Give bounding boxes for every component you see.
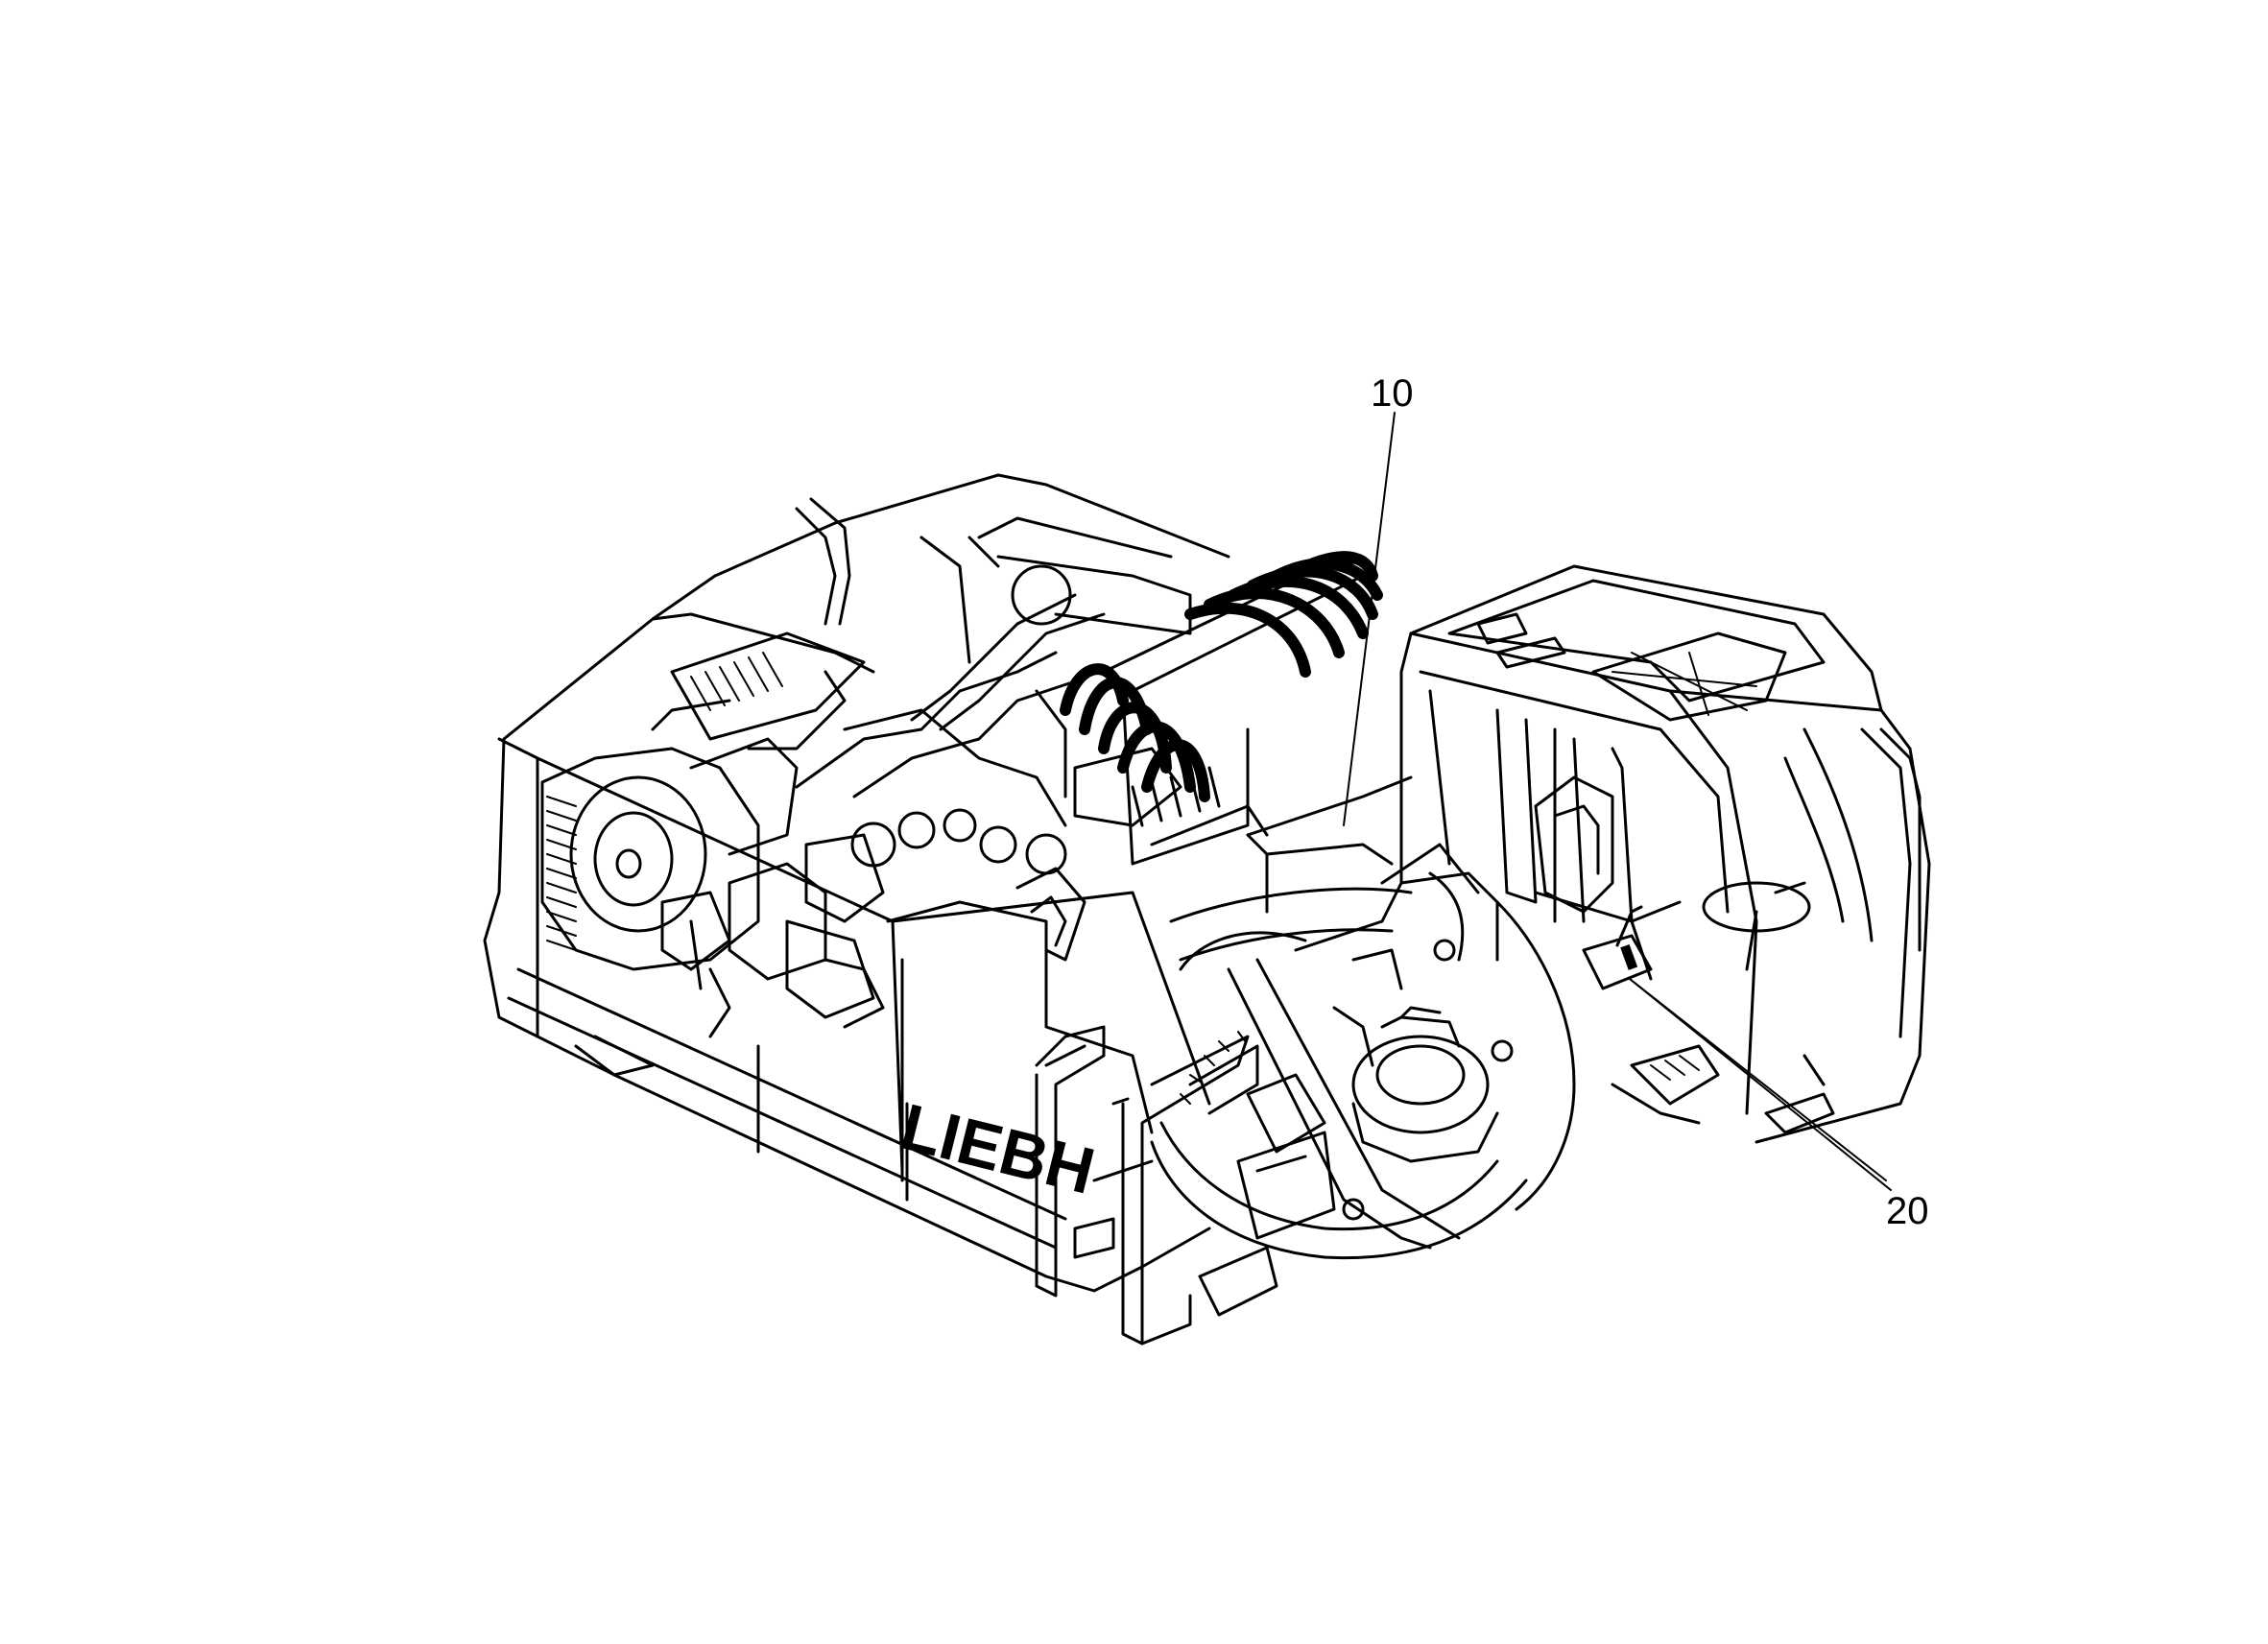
callout-20: 20 bbox=[1629, 978, 1929, 1232]
operator-cab bbox=[1399, 564, 1931, 1144]
brand-lettering: LIEBH bbox=[894, 1090, 1101, 1208]
control-lever bbox=[1582, 905, 1653, 990]
callout-20-label: 20 bbox=[1886, 1190, 1929, 1232]
side-panel: LIEBH bbox=[886, 867, 1154, 1208]
uppercarriage-body bbox=[483, 473, 1230, 1293]
slewing-ring bbox=[1150, 887, 1528, 1260]
fan-icon bbox=[569, 775, 707, 933]
engine-hood bbox=[651, 497, 1192, 827]
radiator-grille bbox=[546, 796, 577, 951]
hose-bundle bbox=[1035, 551, 1383, 866]
swing-motor bbox=[1332, 1006, 1499, 1163]
callout-10-label: 10 bbox=[1371, 372, 1414, 415]
callout-10: 10 bbox=[1343, 372, 1414, 826]
engine-compartment bbox=[540, 699, 1067, 1038]
guard-rail bbox=[1035, 1025, 1336, 1346]
